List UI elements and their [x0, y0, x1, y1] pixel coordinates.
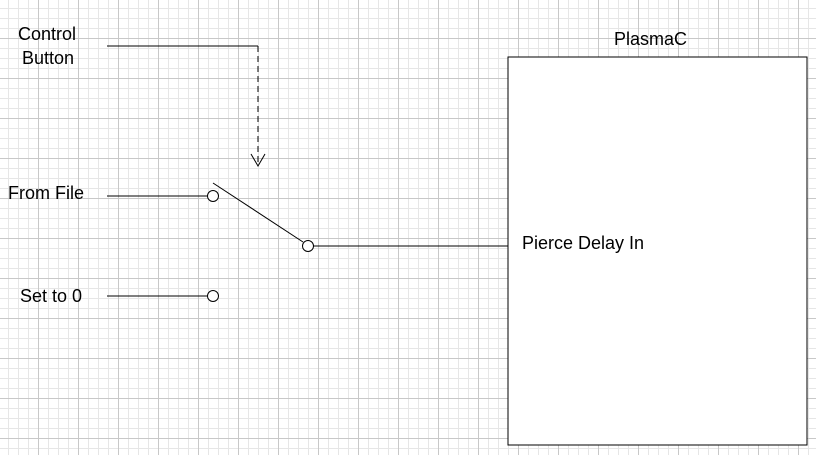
plasmac-title: PlasmaC	[614, 29, 688, 49]
control-button-label-line1: Control	[18, 24, 77, 44]
actuator-arrowhead-icon	[250, 153, 266, 167]
set-to-zero-terminal	[207, 290, 219, 302]
plasmac-block	[507, 56, 808, 446]
from-file-label: From File	[8, 183, 84, 203]
control-button-label-line2: Button	[22, 48, 75, 68]
pierce-delay-in-label: Pierce Delay In	[522, 233, 645, 253]
switch-lever	[212, 182, 304, 243]
set-to-zero-label: Set to 0	[20, 286, 83, 306]
from-file-terminal	[207, 190, 219, 202]
switch-common-terminal	[302, 240, 314, 252]
